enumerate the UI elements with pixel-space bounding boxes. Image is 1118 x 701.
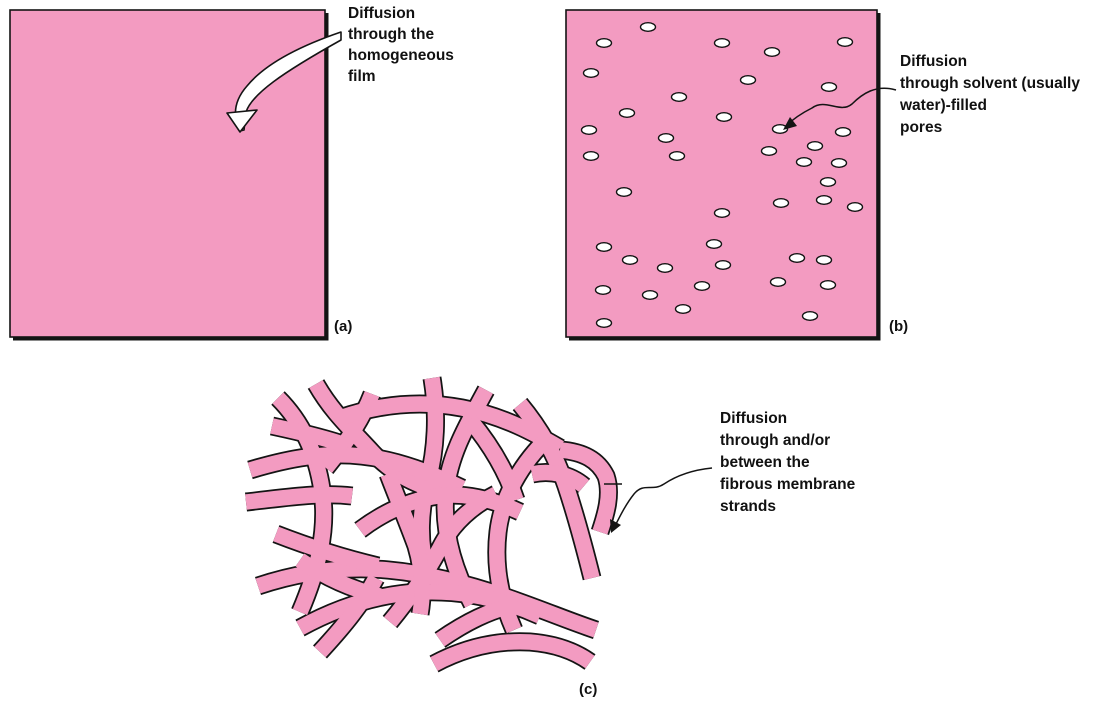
pore — [623, 256, 638, 265]
pore — [715, 209, 730, 218]
caption-line: Diffusion — [720, 410, 787, 427]
panel-b: Diffusion through solvent (usually water… — [566, 10, 1084, 339]
pore — [617, 188, 632, 197]
pore — [584, 152, 599, 161]
panel-b-caption: Diffusion through solvent (usually water… — [899, 53, 1084, 136]
caption-line: pores — [900, 119, 942, 136]
pore — [817, 196, 832, 205]
pore — [717, 113, 732, 122]
pore — [596, 286, 611, 295]
caption-line: homogeneous — [348, 47, 454, 64]
pore — [658, 264, 673, 273]
pore — [762, 147, 777, 156]
caption-line: film — [348, 68, 376, 85]
pore — [597, 39, 612, 48]
pore — [695, 282, 710, 291]
pore — [641, 23, 656, 32]
pore — [676, 305, 691, 314]
pore — [670, 152, 685, 161]
pore — [821, 178, 836, 187]
caption-line: Diffusion — [900, 53, 967, 70]
pore — [672, 93, 687, 102]
pore — [790, 254, 805, 263]
pore — [838, 38, 853, 47]
pointer-line-c — [614, 468, 712, 528]
panel-a-caption: Diffusion through the homogeneous film — [348, 5, 458, 85]
pore — [771, 278, 786, 287]
caption-line: through the — [348, 26, 434, 43]
pore — [715, 39, 730, 48]
caption-line: through solvent (usually — [900, 75, 1080, 92]
caption-line: strands — [720, 498, 776, 515]
pore — [597, 319, 612, 328]
pore — [822, 83, 837, 92]
panel-a: Diffusion through the homogeneous film (… — [10, 5, 458, 339]
caption-line: between the — [720, 454, 810, 471]
pore — [659, 134, 674, 143]
panel-c-caption: Diffusion through and/or between the fib… — [720, 410, 860, 515]
caption-line: fibrous membrane — [720, 476, 856, 493]
caption-line: Diffusion — [348, 5, 415, 22]
pore — [803, 312, 818, 321]
pore — [836, 128, 851, 137]
pore — [584, 69, 599, 78]
panel-a-tag: (a) — [334, 318, 352, 335]
pore — [597, 243, 612, 252]
panel-c-tag: (c) — [579, 681, 597, 698]
panel-c: Diffusion through and/or between the fib… — [246, 378, 860, 698]
homogeneous-film — [10, 10, 325, 337]
pore — [797, 158, 812, 167]
pore — [832, 159, 847, 168]
pointer-arrowhead-c — [610, 519, 621, 533]
pore — [620, 109, 635, 118]
panel-b-tag: (b) — [889, 318, 908, 335]
fiber-strand — [520, 404, 592, 578]
caption-line: through and/or — [720, 432, 830, 449]
pore — [582, 126, 597, 135]
caption-line: water)-filled — [899, 97, 987, 114]
pore — [817, 256, 832, 265]
pore — [821, 281, 836, 290]
fibrous-strands — [246, 378, 608, 664]
pore — [707, 240, 722, 249]
pore — [848, 203, 863, 212]
pore — [741, 76, 756, 85]
pore — [716, 261, 731, 270]
pore — [765, 48, 780, 57]
pore — [808, 142, 823, 151]
fiber-strand — [246, 495, 352, 502]
pore — [774, 199, 789, 208]
pore — [643, 291, 658, 300]
